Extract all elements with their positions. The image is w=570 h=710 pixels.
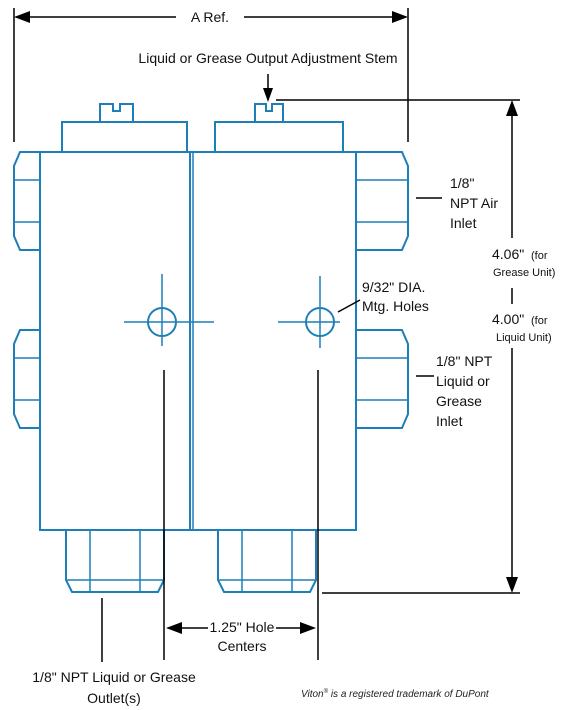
air-inlet-label-3: Inlet [450, 215, 477, 231]
adjustment-stem-label: Liquid or Grease Output Adjustment Stem [138, 50, 397, 66]
right-top-cap [214, 103, 344, 153]
mounting-hole-leader [337, 299, 361, 313]
trademark-text: is a registered trademark of DuPont [328, 689, 490, 700]
left-mounting-hole [124, 274, 214, 346]
left-upper-fitting-outline [13, 151, 40, 251]
air-inlet-callout: 1/8" NPT Air Inlet [416, 175, 498, 231]
right-mounting-hole [278, 276, 340, 348]
hole-centers-label-1: 1.25" Hole [210, 619, 275, 635]
left-lower-hex-fitting [13, 329, 40, 429]
liquid-inlet-label-4: Inlet [436, 413, 463, 429]
height-grease-note-2: Grease Unit) [493, 267, 555, 279]
right-outlet-fitting [217, 530, 317, 593]
liquid-inlet-fitting-outline [356, 329, 409, 429]
mounting-hole-label-2: Mtg. Holes [362, 298, 429, 314]
left-top-cap [61, 103, 188, 153]
hole-centers-left-arrowhead [166, 622, 182, 634]
hole-centers-label-2: Centers [217, 638, 266, 654]
right-cap-block [214, 121, 344, 153]
left-outlet-outline [65, 530, 165, 593]
ref-width-dimension: A Ref. [13, 8, 409, 142]
trademark-symbol: ® [324, 688, 329, 695]
trademark-brand: Viton [301, 689, 324, 700]
liquid-inlet-label-1: 1/8" NPT [436, 353, 493, 369]
mounting-hole-label-1: 9/32" DIA. [362, 279, 425, 295]
ref-width-right-arrowhead [392, 11, 408, 23]
adjustment-stem-arrowhead [263, 88, 273, 102]
liquid-inlet-label-2: Liquid or [436, 373, 490, 389]
ref-width-label: A Ref. [191, 9, 229, 25]
height-top-arrowhead [506, 100, 518, 116]
pump-body [39, 151, 357, 531]
air-inlet-fitting [356, 151, 409, 251]
liquid-inlet-fitting [356, 329, 409, 429]
liquid-inlet-callout: 1/8" NPT Liquid or Grease Inlet [416, 353, 493, 429]
trademark-note: Viton® is a registered trademark of DuPo… [301, 688, 490, 700]
mounting-hole-callout: 9/32" DIA. Mtg. Holes [337, 279, 429, 314]
height-liquid-note-1: (for [531, 315, 548, 327]
body-outline [39, 151, 357, 531]
left-upper-hex-fitting [13, 151, 40, 251]
outlet-label-2: Outlet(s) [87, 690, 141, 706]
height-liquid-value: 4.00" [492, 311, 524, 327]
air-inlet-fitting-outline [356, 151, 409, 251]
left-lower-fitting-outline [13, 329, 40, 429]
height-liquid-note-2: Liquid Unit) [496, 332, 552, 344]
left-cap-block [61, 121, 188, 153]
air-inlet-label-1: 1/8" [450, 175, 474, 191]
height-grease-value: 4.06" [492, 246, 524, 262]
left-adjustment-stem [99, 103, 134, 122]
outlet-callout: 1/8" NPT Liquid or Grease Outlet(s) [32, 598, 196, 706]
liquid-inlet-label-3: Grease [436, 393, 482, 409]
height-bottom-arrowhead [506, 577, 518, 593]
hole-centers-dimension: 1.25" Hole Centers [163, 370, 319, 660]
right-adjustment-stem [254, 103, 284, 122]
left-outlet-fitting [65, 530, 165, 593]
hole-centers-right-arrowhead [300, 622, 316, 634]
height-grease-note-1: (for [531, 250, 548, 262]
adjustment-stem-callout: Liquid or Grease Output Adjustment Stem [138, 50, 398, 102]
right-outlet-outline [217, 530, 317, 593]
outlet-label-1: 1/8" NPT Liquid or Grease [32, 669, 196, 685]
height-dimension: 4.06" (for Grease Unit) 4.00" (for Liqui… [276, 99, 555, 594]
ref-width-left-arrowhead [14, 11, 30, 23]
air-inlet-label-2: NPT Air [450, 195, 498, 211]
